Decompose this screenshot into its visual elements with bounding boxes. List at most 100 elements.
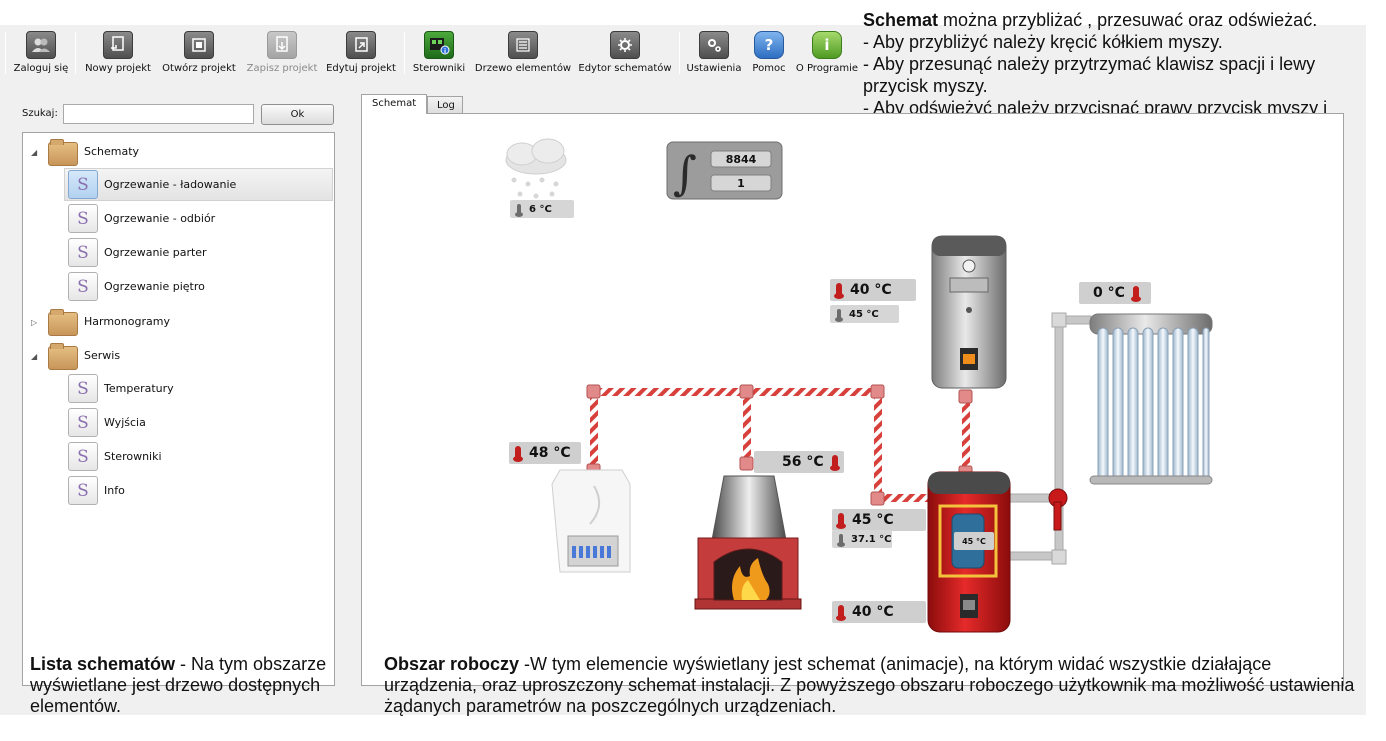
help-button[interactable]: ? Pomoc: [749, 28, 789, 78]
tree-folder-harmonogramy[interactable]: ▷ Harmonogramy: [23, 306, 334, 338]
schema-icon: S: [68, 374, 98, 403]
expanded-arrow-icon[interactable]: ◢: [31, 147, 38, 157]
outdoor-temperature-value: 6 °C: [529, 203, 552, 215]
buffer-inner-temperature[interactable]: 45 °C: [962, 536, 986, 546]
solar-temperature[interactable]: 0 °C: [1079, 282, 1151, 304]
thermometer-icon: [513, 446, 523, 462]
thermometer-icon: [835, 308, 843, 322]
collapsed-arrow-icon[interactable]: ▷: [31, 317, 38, 327]
info-icon: i: [812, 31, 842, 59]
tree-folder-serwis[interactable]: ◢ Serwis: [23, 340, 334, 372]
solar-temperature-value: 0 °C: [1093, 285, 1125, 301]
counter-top-value: 8844: [725, 153, 757, 166]
tank-setpoint-value: 45 °C: [849, 308, 879, 320]
toolbar: Zaloguj się Nowy projekt Otwórz projekt …: [0, 26, 860, 78]
energy-counter-panel: ∫: [666, 141, 783, 200]
buffer-top-setpoint[interactable]: 37.1 °C: [832, 530, 892, 548]
hot-water-tank: [931, 235, 1007, 389]
boiler-temperature[interactable]: 48 °C: [509, 442, 581, 464]
tree-item-temperatury[interactable]: S Temperatury: [23, 372, 334, 404]
save-project-button[interactable]: Zapisz projekt: [246, 28, 318, 78]
thermometer-icon: [836, 605, 846, 621]
login-button[interactable]: Zaloguj się: [12, 28, 70, 78]
search-label: Szukaj:: [22, 108, 58, 119]
buffer-bottom-temperature[interactable]: 40 °C: [832, 601, 926, 623]
new-document-icon: [103, 31, 133, 59]
expanded-arrow-icon[interactable]: ◢: [31, 351, 38, 361]
edit-project-label: Edytuj projekt: [326, 63, 396, 74]
tree-item-ogrzewanie-pietro[interactable]: S Ogrzewanie piętro: [23, 270, 334, 302]
settings-gears-icon: [699, 31, 729, 59]
tree-folder-schematy[interactable]: ◢ Schematy: [23, 136, 334, 168]
thermometer-icon: [834, 283, 844, 299]
search-ok-button[interactable]: Ok: [261, 104, 334, 125]
new-project-button[interactable]: Nowy projekt: [84, 28, 152, 78]
folder-icon: [48, 343, 78, 370]
tree-item-ogrzewanie-ladowanie[interactable]: S Ogrzewanie - ładowanie: [23, 168, 334, 201]
open-folder-icon: [184, 31, 214, 59]
buffer-top-temperature[interactable]: 45 °C: [832, 509, 926, 531]
element-tree-button[interactable]: Drzewo elementów: [475, 28, 571, 78]
tree-label: Serwis: [84, 349, 121, 362]
toolbar-separator: [404, 32, 405, 74]
search-input[interactable]: [63, 104, 254, 124]
gas-boiler: [551, 469, 631, 573]
tree-item-wyjscia[interactable]: S Wyjścia: [23, 406, 334, 438]
tab-schemat[interactable]: Schemat: [361, 94, 427, 114]
login-label: Zaloguj się: [13, 63, 69, 74]
tree-item-ogrzewanie-odbior[interactable]: S Ogrzewanie - odbiór: [23, 202, 334, 234]
toolbar-separator: [75, 32, 76, 74]
schema-icon: S: [68, 442, 98, 471]
hot-water-pipes: [586, 384, 973, 506]
tree-caption-title: Lista schematów: [30, 654, 176, 674]
tree-label: Wyjścia: [104, 416, 146, 429]
tab-log[interactable]: Log: [427, 96, 463, 114]
help-title: Schemat: [863, 10, 939, 30]
tree-label: Ogrzewanie - ładowanie: [104, 178, 237, 191]
buffer-bottom-temperature-value: 40 °C: [852, 604, 894, 620]
tank-setpoint[interactable]: 45 °C: [830, 305, 899, 323]
schema-icon: S: [68, 408, 98, 437]
installation-schema: ∫: [505, 138, 1213, 633]
tree-label: Info: [104, 484, 125, 497]
workspace-canvas[interactable]: ∫: [361, 113, 1344, 686]
help-intro: można przybliżać , przesuwać oraz odświe…: [938, 10, 1318, 30]
about-button[interactable]: i O Programie: [795, 28, 859, 78]
tree-item-sterowniki[interactable]: S Sterowniki: [23, 440, 334, 472]
settings-button[interactable]: Ustawienia: [685, 28, 743, 78]
tree-item-ogrzewanie-parter[interactable]: S Ogrzewanie parter: [23, 236, 334, 268]
schema-icon: S: [68, 272, 98, 301]
toolbar-separator: [679, 32, 680, 74]
question-icon: ?: [754, 31, 784, 59]
settings-label: Ustawienia: [686, 63, 742, 74]
outdoor-temperature[interactable]: 6 °C: [510, 200, 574, 218]
fireplace-temperature[interactable]: 56 °C: [754, 451, 844, 473]
new-project-label: Nowy projekt: [85, 63, 151, 74]
tree-label: Ogrzewanie parter: [104, 246, 207, 259]
svg-text:i: i: [444, 48, 446, 55]
counter-bottom-value: 1: [737, 177, 745, 190]
edit-project-button[interactable]: Edytuj projekt: [325, 28, 397, 78]
tree-label: Ogrzewanie piętro: [104, 280, 205, 293]
open-project-button[interactable]: Otwórz projekt: [160, 28, 238, 78]
schema-editor-label: Edytor schematów: [578, 63, 672, 74]
solar-collector: [1089, 313, 1213, 485]
workspace-caption-title: Obszar roboczy: [384, 654, 520, 674]
tree-caption-text: - Na tym obszarze wyświetlane jest drzew…: [30, 654, 327, 716]
tree-label: Harmonogramy: [84, 315, 170, 328]
schema-tree: ◢ Schematy S Ogrzewanie - ładowanie S Og…: [22, 132, 335, 686]
about-label: O Programie: [795, 63, 859, 74]
controllers-label: Sterowniki: [412, 63, 466, 74]
tree-item-info[interactable]: S Info: [23, 474, 334, 506]
schema-editor-button[interactable]: Edytor schematów: [578, 28, 672, 78]
toolbar-separator: [5, 32, 6, 74]
thermometer-icon: [836, 513, 846, 529]
tank-temperature[interactable]: 40 °C: [830, 279, 916, 301]
element-tree-label: Drzewo elementów: [474, 63, 572, 74]
users-icon: [26, 31, 56, 59]
save-icon: [267, 31, 297, 59]
controllers-button[interactable]: i Sterowniki: [410, 28, 468, 78]
folder-icon: [48, 309, 78, 336]
save-project-label: Zapisz projekt: [246, 63, 318, 74]
schema-icon: S: [68, 204, 98, 233]
